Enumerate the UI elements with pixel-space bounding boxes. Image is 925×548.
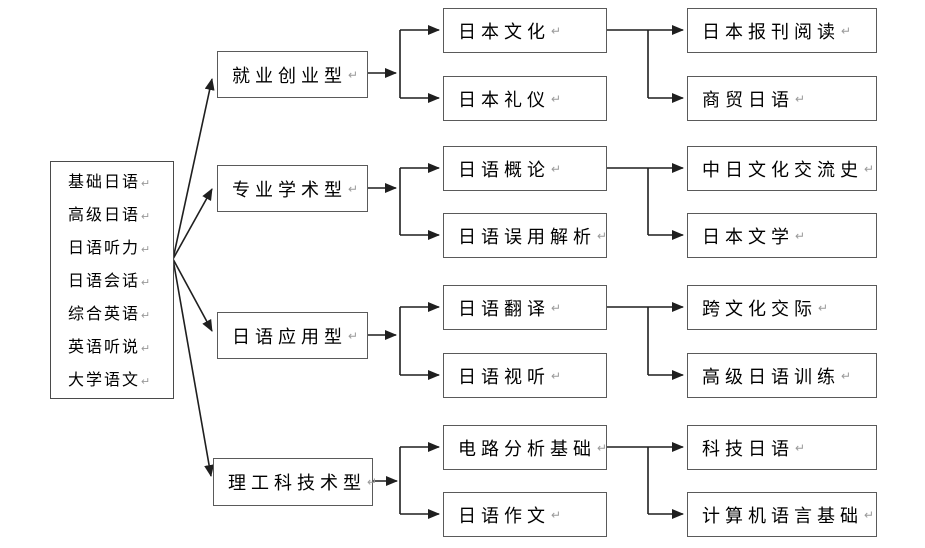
return-mark: ↵ [551,91,562,106]
category-label: 专业学术型 [232,179,347,200]
outcome-box-cross-cultural-communication: 跨文化交际↵ [687,285,877,330]
return-mark: ↵ [864,507,875,522]
course-box-japanese-misuse-analysis: 日语误用解析↵ [443,213,607,258]
course-text: 英语听说 [68,339,141,356]
foundation-course: 高级日语↵ [68,200,173,233]
return-mark: ↵ [551,300,562,315]
return-mark: ↵ [141,244,151,256]
return-mark: ↵ [551,161,562,176]
course-label: 日本文化 [458,21,550,42]
outcome-label: 中日文化交流史 [702,159,863,180]
course-label: 日语概论 [458,159,550,180]
course-label: 日语视听 [458,366,550,387]
outcome-box-computer-language-fundamentals: 计算机语言基础↵ [687,492,877,537]
return-mark: ↵ [141,211,151,223]
return-mark: ↵ [841,23,852,38]
return-mark: ↵ [795,91,806,106]
outcome-label: 日本报刊阅读 [702,21,840,42]
return-mark: ↵ [348,328,359,343]
group-2-connectors [368,163,684,240]
course-label: 电路分析基础 [458,438,596,459]
outcome-label: 高级日语训练 [702,366,840,387]
return-mark: ↵ [348,181,359,196]
foundation-course: 英语听说↵ [68,332,173,365]
course-box-japanese-translation: 日语翻译↵ [443,285,607,330]
course-text: 大学语文 [68,372,141,389]
return-mark: ↵ [141,343,151,355]
category-box-science-engineering-technical: 理工科技术型↵ [213,458,377,506]
return-mark: ↵ [141,310,151,322]
outcome-label: 商贸日语 [702,89,794,110]
category-label: 就业创业型 [232,65,347,86]
foundation-course: 综合英语↵ [68,299,173,332]
course-text: 综合英语 [68,306,141,323]
return-mark: ↵ [551,23,562,38]
outcome-box-science-technology-japanese: 科技日语↵ [687,425,877,470]
group-3-connectors [368,302,684,380]
category-label: 理工科技术型 [228,473,366,493]
category-label: 日语应用型 [232,326,347,347]
course-box-japanese-composition: 日语作文↵ [443,492,607,537]
fan-out-arrows [172,78,215,477]
outcome-box-advanced-japanese-training: 高级日语训练↵ [687,353,877,398]
group-4-connectors [373,442,684,519]
outcome-box-japanese-literature: 日本文学↵ [687,213,877,258]
foundation-course: 日语会话↵ [68,266,173,299]
return-mark: ↵ [864,161,875,176]
foundation-courses-box: 基础日语↵ 高级日语↵ 日语听力↵ 日语会话↵ 综合英语↵ 英语听说↵ 大学语文… [50,161,174,399]
outcome-label: 计算机语言基础 [702,505,863,526]
return-mark: ↵ [795,228,806,243]
course-text: 基础日语 [68,174,141,191]
course-text: 日语听力 [68,240,141,257]
course-box-intro-to-japanese: 日语概论↵ [443,146,607,191]
course-label: 日本礼仪 [458,89,550,110]
outcome-label: 科技日语 [702,438,794,459]
course-box-japanese-etiquette: 日本礼仪↵ [443,76,607,121]
foundation-course: 大学语文↵ [68,365,173,398]
course-box-japanese-audiovisual: 日语视听↵ [443,353,607,398]
return-mark: ↵ [367,475,378,489]
category-box-japanese-applied: 日语应用型↵ [217,312,368,359]
category-box-professional-academic: 专业学术型↵ [217,165,368,212]
outcome-box-japanese-newspaper-reading: 日本报刊阅读↵ [687,8,877,53]
return-mark: ↵ [348,67,359,82]
outcome-box-business-japanese: 商贸日语↵ [687,76,877,121]
outcome-label: 跨文化交际 [702,298,817,319]
outcome-label: 日本文学 [702,226,794,247]
foundation-course: 基础日语↵ [68,167,173,200]
category-box-employment-entrepreneurship: 就业创业型↵ [217,51,368,98]
return-mark: ↵ [841,368,852,383]
foundation-course: 日语听力↵ [68,233,173,266]
return-mark: ↵ [551,507,562,522]
return-mark: ↵ [551,368,562,383]
course-box-circuit-analysis-fundamentals: 电路分析基础↵ [443,425,607,470]
course-label: 日语作文 [458,505,550,526]
return-mark: ↵ [597,440,608,455]
return-mark: ↵ [141,178,151,190]
outcome-box-china-japan-cultural-exchange-history: 中日文化交流史↵ [687,146,877,191]
group-1-connectors [368,25,684,103]
return-mark: ↵ [597,228,608,243]
course-text: 日语会话 [68,273,141,290]
return-mark: ↵ [795,440,806,455]
course-label: 日语误用解析 [458,226,596,247]
return-mark: ↵ [818,300,829,315]
course-box-japanese-culture: 日本文化↵ [443,8,607,53]
return-mark: ↵ [141,376,151,388]
course-text: 高级日语 [68,207,141,224]
course-label: 日语翻译 [458,298,550,319]
return-mark: ↵ [141,277,151,289]
